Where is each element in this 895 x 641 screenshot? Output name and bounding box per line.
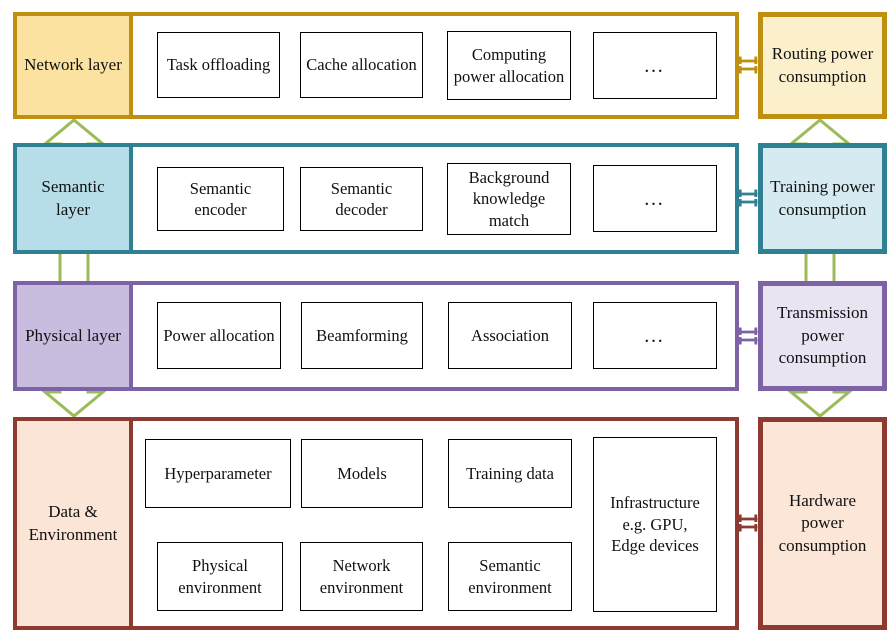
box-cache-allocation: Cache allocation: [300, 32, 423, 98]
box-training-data: Training data: [448, 439, 572, 508]
box-association: Association: [448, 302, 572, 369]
right-box-routing-power: Routing power consumption: [758, 12, 887, 119]
box-models: Models: [301, 439, 423, 508]
right-box-training-power: Training power consumption: [758, 143, 887, 254]
box-semantic-decoder: Semantic decoder: [300, 167, 423, 231]
box-hyperparameter: Hyperparameter: [145, 439, 291, 508]
right-box-hardware-power: Hardware power consumption: [758, 417, 887, 630]
data-environment-label: Data & Environment: [17, 421, 133, 626]
box-infrastructure: Infrastructure e.g. GPU, Edge devices: [593, 437, 717, 612]
box-semantic-environment: Semantic environment: [448, 542, 572, 611]
box-computing-power-allocation: Computing power allocation: [447, 31, 571, 100]
box-background-knowledge-match: Background knowledge match: [447, 163, 571, 235]
network-layer-label: Network layer: [17, 16, 133, 115]
ellipsis-box-physical: …: [593, 302, 717, 369]
box-beamforming: Beamforming: [301, 302, 423, 369]
box-task-offloading: Task offloading: [157, 32, 280, 98]
bus-connector-data: [738, 514, 758, 532]
box-physical-environment: Physical environment: [157, 542, 283, 611]
box-power-allocation: Power allocation: [157, 302, 281, 369]
physical-layer-label: Physical layer: [17, 285, 133, 387]
bus-connector-semantic: [738, 189, 758, 207]
semantic-layer-label: Semantic layer: [17, 147, 133, 250]
bus-connector-network: [738, 56, 758, 74]
box-network-environment: Network environment: [300, 542, 423, 611]
box-semantic-encoder: Semantic encoder: [157, 167, 284, 231]
ellipsis-box-semantic: …: [593, 165, 717, 232]
right-box-transmission-power: Transmission power consumption: [758, 281, 887, 391]
bus-connector-physical: [738, 327, 758, 345]
ellipsis-box-network: …: [593, 32, 717, 99]
